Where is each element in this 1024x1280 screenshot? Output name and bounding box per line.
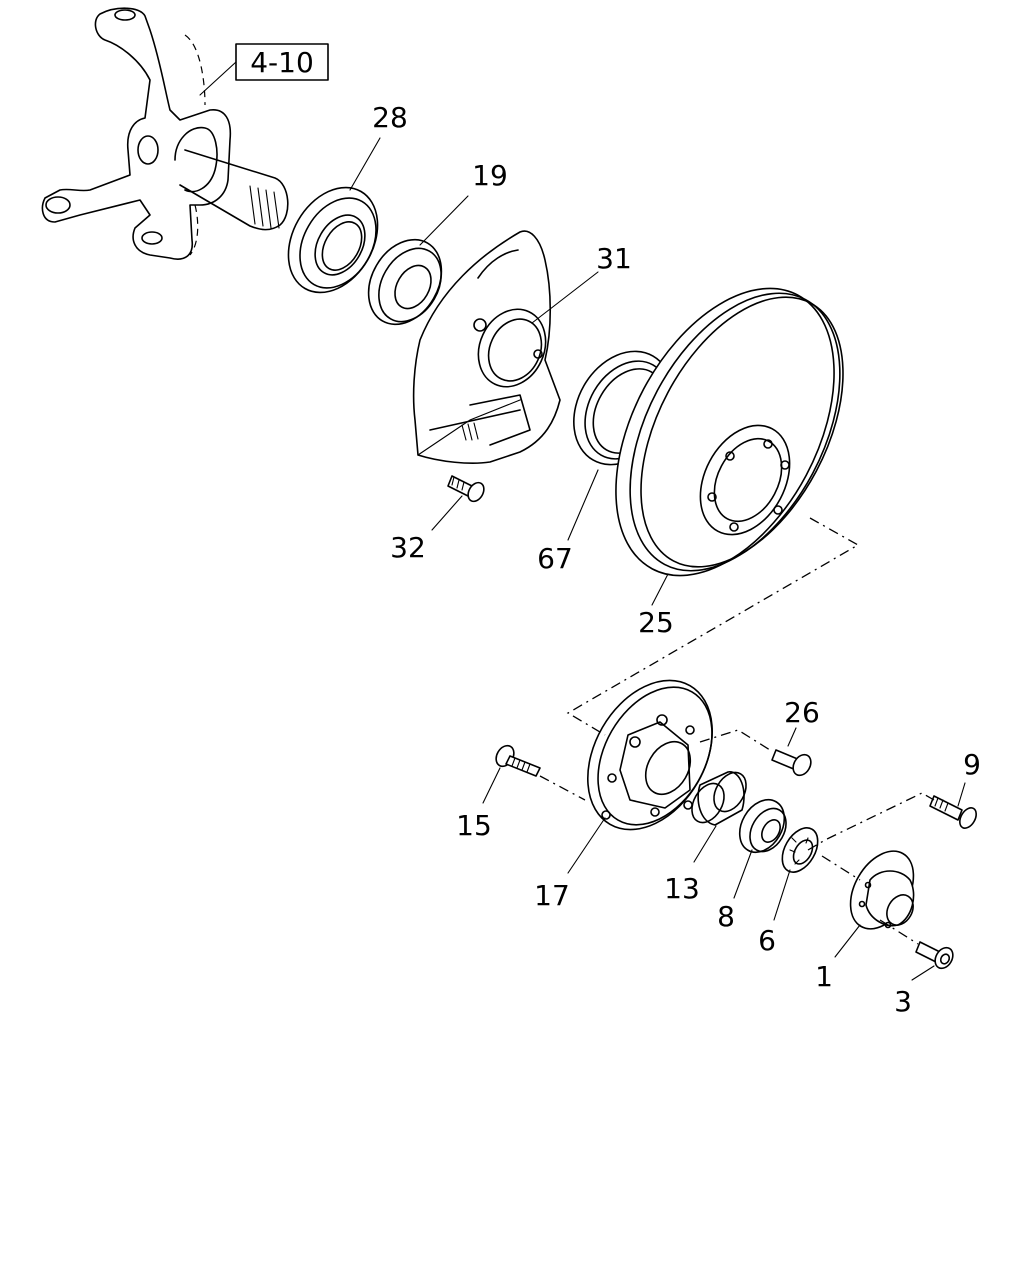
lock-washer-6 [781, 827, 819, 873]
reference-box-label: 4-10 [250, 46, 314, 79]
stud-15 [495, 744, 541, 777]
callout-19: 19 [472, 159, 508, 192]
callout-3: 3 [894, 985, 912, 1018]
callout-9: 9 [963, 748, 981, 781]
leader-lines [349, 137, 966, 981]
part-callouts: 28 19 31 32 67 25 26 9 15 17 13 8 6 1 3 [372, 101, 981, 1018]
callout-32: 32 [390, 531, 426, 564]
bolt-3 [915, 941, 954, 970]
callout-1: 1 [815, 960, 833, 993]
callout-31: 31 [596, 242, 632, 275]
bolt-32 [447, 475, 485, 503]
hub-17 [587, 679, 713, 831]
callout-28: 28 [372, 101, 408, 134]
assembly-lines [417, 399, 935, 945]
callout-15: 15 [456, 809, 492, 842]
screw-9 [929, 795, 977, 829]
nut-8 [738, 798, 787, 854]
callout-25: 25 [638, 606, 674, 639]
brake-disc-25 [615, 287, 844, 577]
bearing-28 [287, 186, 379, 294]
dust-shield-31 [412, 230, 561, 464]
hub-cap-1 [849, 850, 915, 930]
callout-6: 6 [758, 924, 776, 957]
reference-box: 4-10 [199, 43, 329, 96]
bearing-13 [691, 771, 747, 826]
callout-26: 26 [784, 696, 820, 729]
steering-knuckle [41, 7, 289, 260]
callout-67: 67 [537, 542, 573, 575]
callout-8: 8 [717, 900, 735, 933]
bearing-19 [367, 238, 443, 326]
callout-13: 13 [664, 872, 700, 905]
callout-17: 17 [534, 879, 570, 912]
bolt-26 [771, 749, 812, 777]
